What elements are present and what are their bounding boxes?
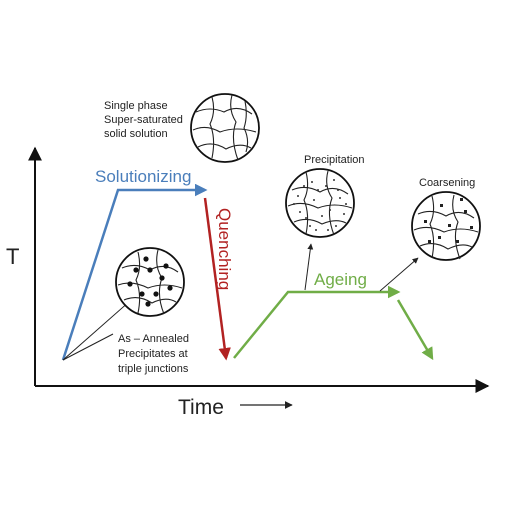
ageing-line bbox=[233, 285, 401, 359]
solutionizing-label: Solutionizing bbox=[95, 167, 191, 186]
annealed-text-pointer bbox=[62, 333, 114, 361]
quenching-profile: Quenching bbox=[203, 197, 234, 361]
ageing-profile: Ageing bbox=[233, 270, 434, 361]
quenching-line bbox=[203, 197, 231, 361]
coarsening-pointer bbox=[379, 257, 419, 292]
microstructure-as-annealed bbox=[115, 247, 185, 317]
solutionizing-profile: Solutionizing bbox=[61, 167, 208, 361]
x-axis-label: Time bbox=[178, 396, 224, 419]
cooling-line bbox=[396, 299, 434, 361]
precipitation-text: Precipitation bbox=[304, 154, 365, 166]
microstructure-coarsening bbox=[411, 191, 481, 261]
solutionizing-line bbox=[61, 183, 208, 361]
y-axis-label: T bbox=[6, 244, 19, 269]
quenching-label: Quenching bbox=[215, 208, 234, 290]
axes: T Time bbox=[6, 146, 490, 419]
as-annealed-text: As – Annealed Precipitates at triple jun… bbox=[118, 333, 192, 375]
microstructure-single-phase bbox=[190, 93, 260, 163]
ageing-label: Ageing bbox=[314, 270, 367, 289]
coarsening-text: Coarsening bbox=[419, 177, 475, 189]
microstructure-precipitation bbox=[285, 168, 355, 238]
single-phase-text: Single phase Super-saturated solid solut… bbox=[104, 100, 186, 140]
annealed-pointer bbox=[62, 300, 131, 361]
annotations: Single phase Super-saturated solid solut… bbox=[104, 100, 475, 375]
precipitation-pointer bbox=[304, 243, 314, 291]
pointer-lines bbox=[62, 243, 419, 361]
